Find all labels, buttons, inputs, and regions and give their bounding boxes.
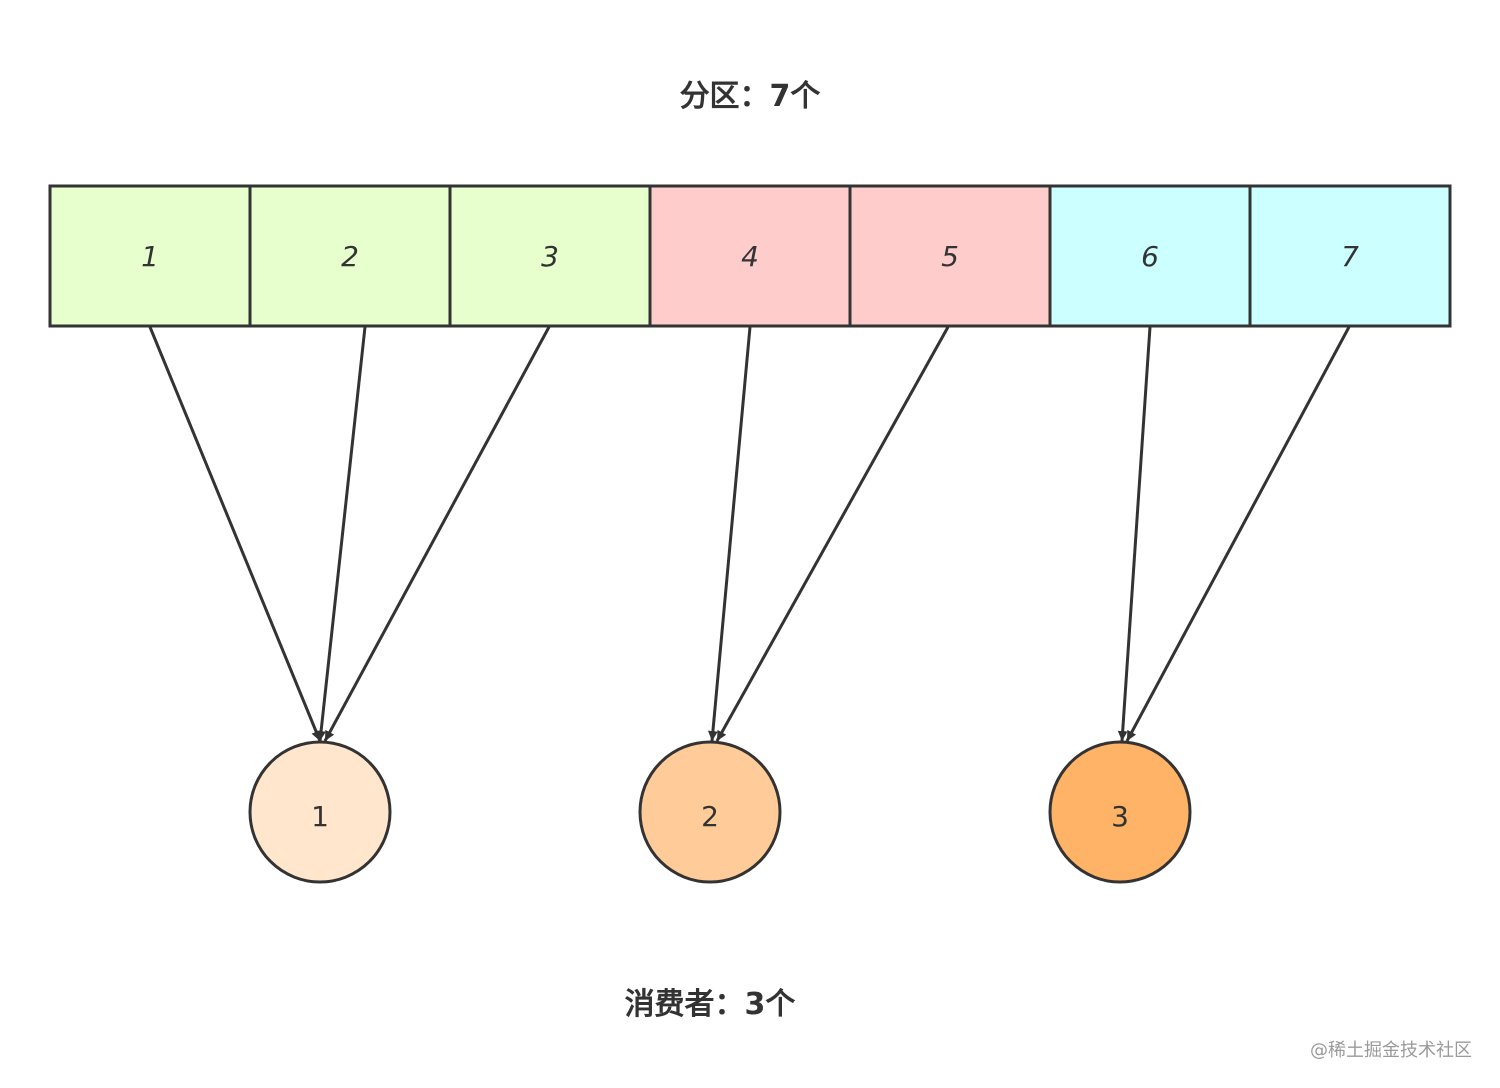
partition-7: 7 xyxy=(1248,184,1452,328)
partition-2: 2 xyxy=(248,184,452,328)
arrow-partition-5-to-consumer-2 xyxy=(715,326,950,742)
arrow-partition-1-to-consumer-1 xyxy=(148,326,322,742)
partition-label: 3 xyxy=(541,240,559,273)
partition-box xyxy=(1048,184,1252,328)
arrow-partition-4-to-consumer-2 xyxy=(707,326,752,742)
consumer-node xyxy=(638,740,782,884)
partition-label: 4 xyxy=(741,240,759,273)
arrow-partition-3-to-consumer-1 xyxy=(323,326,551,742)
partition-label: 2 xyxy=(341,240,359,273)
diagram-title: 分区：7个 xyxy=(680,79,822,114)
partition-5: 5 xyxy=(848,184,1052,328)
consumer-label: 1 xyxy=(311,800,329,833)
partition-box xyxy=(248,184,452,328)
partition-1: 1 xyxy=(48,184,252,328)
diagram-footer: 消费者：3个 xyxy=(625,987,797,1022)
arrow-partition-7-to-consumer-3 xyxy=(1125,326,1351,742)
consumer-label: 3 xyxy=(1111,800,1129,833)
consumer-node xyxy=(1048,740,1192,884)
partition-box xyxy=(48,184,252,328)
partition-box xyxy=(1248,184,1452,328)
partition-4: 4 xyxy=(648,184,852,328)
partition-6: 6 xyxy=(1048,184,1252,328)
consumer-row: 1 2 3 xyxy=(248,740,1192,884)
partition-label: 5 xyxy=(941,240,959,273)
consumer-2: 2 xyxy=(638,740,782,884)
partition-label: 1 xyxy=(141,240,159,273)
partition-label: 7 xyxy=(1341,240,1359,273)
arrow-partition-2-to-consumer-1 xyxy=(316,326,367,742)
partition-box xyxy=(848,184,1052,328)
consumer-1: 1 xyxy=(248,740,392,884)
watermark: @稀土掘金技术社区 xyxy=(1310,1040,1472,1061)
consumer-3: 3 xyxy=(1048,740,1192,884)
partition-row: 1 2 3 4 5 6 7 xyxy=(48,184,1452,328)
consumer-label: 2 xyxy=(701,800,719,833)
consumer-node xyxy=(248,740,392,884)
partition-label: 6 xyxy=(1141,240,1159,273)
arrow-partition-6-to-consumer-3 xyxy=(1117,326,1152,742)
partition-box xyxy=(448,184,652,328)
partition-3: 3 xyxy=(448,184,652,328)
assignment-arrows xyxy=(148,326,1351,742)
